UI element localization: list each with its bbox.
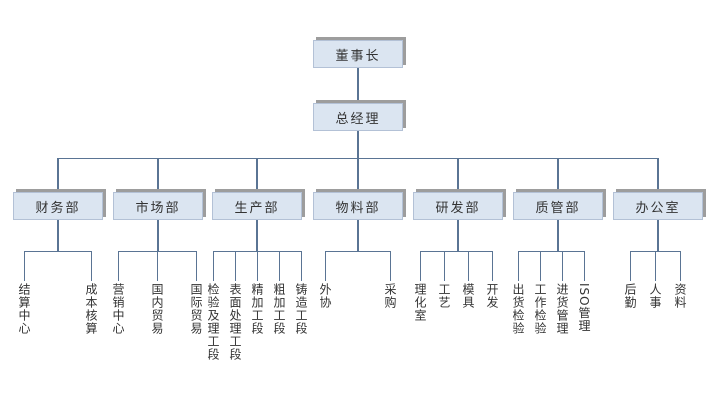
leaf-label: 工艺 <box>437 283 451 309</box>
connector-dept-childbus <box>557 220 559 251</box>
leaf-label: 铸造工段 <box>294 283 308 335</box>
node-dept-quality: 质管部 <box>513 192 603 220</box>
connector-childbus-leaf <box>196 251 197 281</box>
connector-bus-dept <box>557 158 559 192</box>
connector-childbus-leaf <box>157 251 158 281</box>
leaf-label: 理化室 <box>413 283 427 322</box>
connector-childbus-leaf <box>540 251 541 281</box>
node-dept-office: 办公室 <box>613 192 703 220</box>
connector-bus-dept <box>457 158 459 192</box>
leaf-label: 进货管理 <box>555 283 569 335</box>
node-dept-production-label: 生产部 <box>234 200 280 216</box>
node-dept-quality-label: 质管部 <box>535 200 581 216</box>
connector-dept-childbus <box>657 220 659 251</box>
connector-childbus-leaf <box>257 251 258 281</box>
leaf-label: 成本核算 <box>84 283 98 335</box>
leaf-label: 营销中心 <box>111 283 125 335</box>
connector-dept-childbus <box>357 220 359 251</box>
connector-bus-dept <box>256 158 258 192</box>
leaf-label: 资料 <box>673 283 687 309</box>
leaf-label: 表面处理工段 <box>228 283 242 361</box>
leaf-label: 粗加工段 <box>272 283 286 335</box>
leaf-label: 出货检验 <box>511 283 525 335</box>
node-general-manager: 总经理 <box>313 103 403 131</box>
connector-childbus-leaf <box>584 251 585 281</box>
connector-childbus-leaf <box>390 251 391 281</box>
leaf-label: 结算中心 <box>17 283 31 335</box>
connector-dept-childbus <box>157 220 159 251</box>
connector-gm-bus <box>357 131 359 158</box>
connector-childbus-leaf <box>630 251 631 281</box>
connector-childbus-leaf <box>680 251 681 281</box>
connector-child-bus <box>24 251 92 252</box>
leaf-label: 模具 <box>461 283 475 309</box>
connector-bus-dept <box>357 158 359 192</box>
leaf-label: 外协 <box>318 283 332 309</box>
connector-child-bus <box>420 251 493 252</box>
node-dept-finance: 财务部 <box>13 192 103 220</box>
connector-childbus-leaf <box>235 251 236 281</box>
leaf-label: 国际贸易 <box>189 283 203 335</box>
connector-bus-dept <box>157 158 159 192</box>
node-dept-marketing: 市场部 <box>113 192 203 220</box>
node-chairman-label: 董事长 <box>335 48 381 64</box>
connector-bus-dept <box>657 158 659 192</box>
connector-child-bus <box>518 251 585 252</box>
leaf-label: 检验及理工段 <box>206 283 220 361</box>
leaf-label: 国内贸易 <box>150 283 164 335</box>
connector-childbus-leaf <box>118 251 119 281</box>
connector-bus-dept <box>57 158 59 192</box>
node-dept-rnd-label: 研发部 <box>435 200 481 216</box>
leaf-label: 精加工段 <box>250 283 264 335</box>
leaf-label: 开发 <box>485 283 499 309</box>
connector-childbus-leaf <box>213 251 214 281</box>
node-dept-rnd: 研发部 <box>413 192 503 220</box>
node-dept-materials-label: 物料部 <box>335 200 381 216</box>
leaf-label: 人事 <box>648 283 662 309</box>
node-dept-finance-label: 财务部 <box>35 200 81 216</box>
connector-childbus-leaf <box>492 251 493 281</box>
leaf-label: ISO管理 <box>577 283 591 333</box>
connector-childbus-leaf <box>562 251 563 281</box>
node-chairman: 董事长 <box>313 40 403 68</box>
node-dept-marketing-label: 市场部 <box>135 200 181 216</box>
connector-childbus-leaf <box>301 251 302 281</box>
connector-childbus-leaf <box>420 251 421 281</box>
node-general-manager-label: 总经理 <box>335 111 381 127</box>
connector-dept-childbus <box>457 220 459 251</box>
connector-childbus-leaf <box>279 251 280 281</box>
connector-childbus-leaf <box>91 251 92 281</box>
leaf-label: 后勤 <box>623 283 637 309</box>
connector-childbus-leaf <box>468 251 469 281</box>
leaf-label: 工作检验 <box>533 283 547 335</box>
connector-childbus-leaf <box>24 251 25 281</box>
node-dept-materials: 物料部 <box>313 192 403 220</box>
node-dept-production: 生产部 <box>212 192 302 220</box>
connector-childbus-leaf <box>655 251 656 281</box>
node-dept-office-label: 办公室 <box>635 200 681 216</box>
connector-child-bus <box>325 251 391 252</box>
leaf-label: 采购 <box>383 283 397 309</box>
connector-chairman-gm <box>357 68 359 103</box>
connector-dept-childbus <box>57 220 59 251</box>
connector-childbus-leaf <box>518 251 519 281</box>
connector-childbus-leaf <box>444 251 445 281</box>
connector-childbus-leaf <box>325 251 326 281</box>
connector-dept-childbus <box>256 220 258 251</box>
